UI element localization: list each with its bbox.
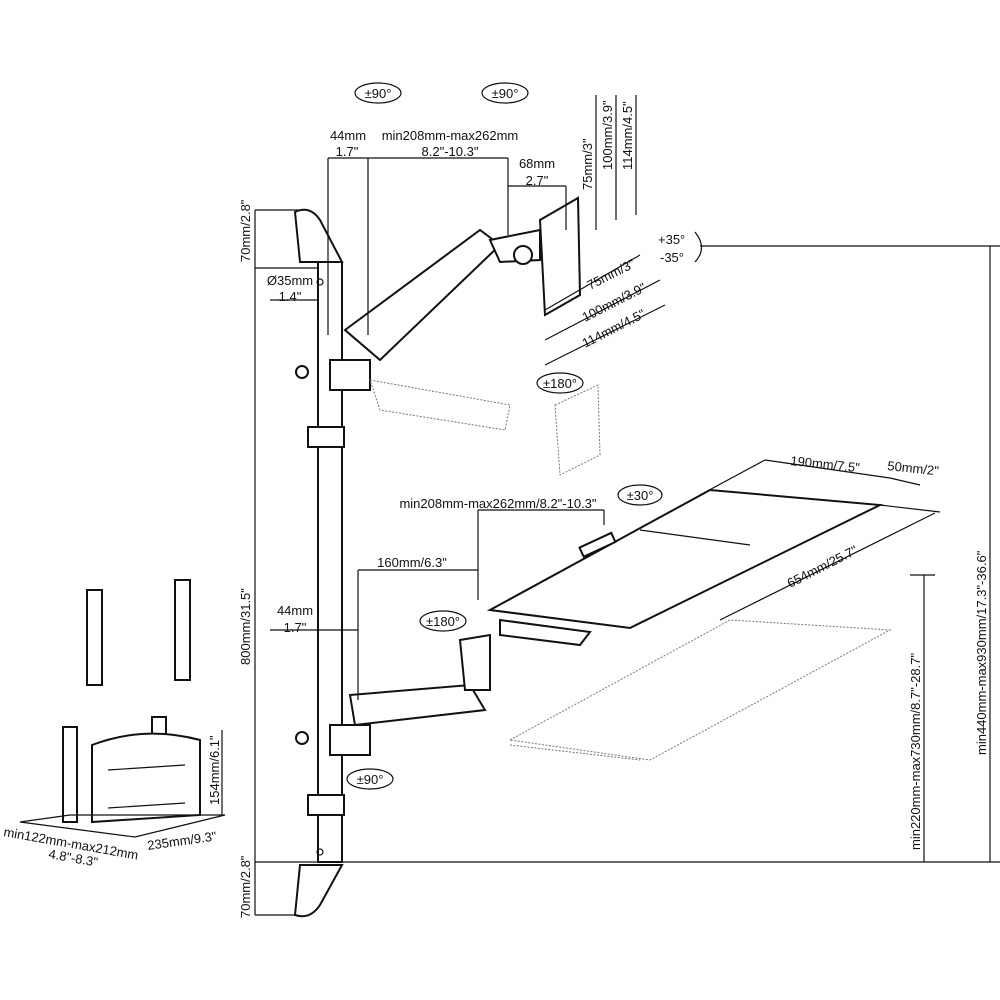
tray-arm	[348, 683, 487, 727]
dim-label: 68mm	[519, 156, 555, 171]
vesa-plate	[538, 196, 582, 317]
cpu-bracket	[91, 732, 201, 824]
dim-label: 70mm/2.8"	[238, 855, 253, 918]
dim-label: 190mm/7.5"	[790, 453, 861, 475]
dim-label: 114mm/4.5"	[620, 101, 635, 170]
dim-label: 100mm/3.9"	[600, 100, 615, 170]
pole	[293, 208, 345, 918]
tilt-label: +35°	[658, 232, 685, 247]
dim-label: 1.7"	[336, 144, 359, 159]
dim-label: 654mm/25.7"	[785, 542, 861, 590]
dim-label: 8.2"-10.3"	[422, 144, 479, 159]
dim-label: 44mm	[330, 128, 366, 143]
tilt-knob	[578, 531, 617, 559]
swivel-label: ±90°	[357, 772, 384, 787]
dim-label: 160mm/6.3"	[377, 555, 447, 570]
dim-label: min208mm-max262mm/8.2"-10.3"	[399, 496, 596, 511]
dim-label: 70mm/2.8"	[238, 199, 253, 262]
dim-label: 44mm	[277, 603, 313, 618]
keyboard-tray	[295, 488, 892, 761]
rotation-label: ±180°	[426, 614, 460, 629]
dim-label: Ø35mm	[267, 273, 313, 288]
swivel-label: ±90°	[492, 86, 519, 101]
dim-label: min208mm-max262mm	[382, 128, 519, 143]
dim-label: min440mm-max930mm/17.3"-36.6"	[974, 550, 989, 755]
dim-label: 2.7"	[526, 173, 549, 188]
dim-label: 154mm/6.1"	[207, 735, 222, 805]
rotation-label: ±180°	[543, 376, 577, 391]
top-cap	[293, 208, 344, 263]
cpu-holder	[19, 579, 226, 838]
dim-label: min220mm-max730mm/8.7"-28.7"	[908, 653, 923, 850]
pole-collar	[307, 426, 345, 448]
dim-label: 50mm/2"	[887, 458, 940, 478]
tilt-label: -35°	[660, 250, 684, 265]
pole-collar	[307, 794, 345, 816]
dim-label: 75mm/3"	[580, 138, 595, 190]
dim-label: 1.4"	[279, 289, 302, 304]
bottom-clamp	[293, 864, 344, 918]
tilt-label: ±30°	[627, 488, 654, 503]
swivel-label: ±90°	[365, 86, 392, 101]
dim-label: 1.7"	[284, 620, 307, 635]
dim-label: 800mm/31.5"	[238, 588, 253, 665]
monitor-arm	[295, 196, 601, 476]
